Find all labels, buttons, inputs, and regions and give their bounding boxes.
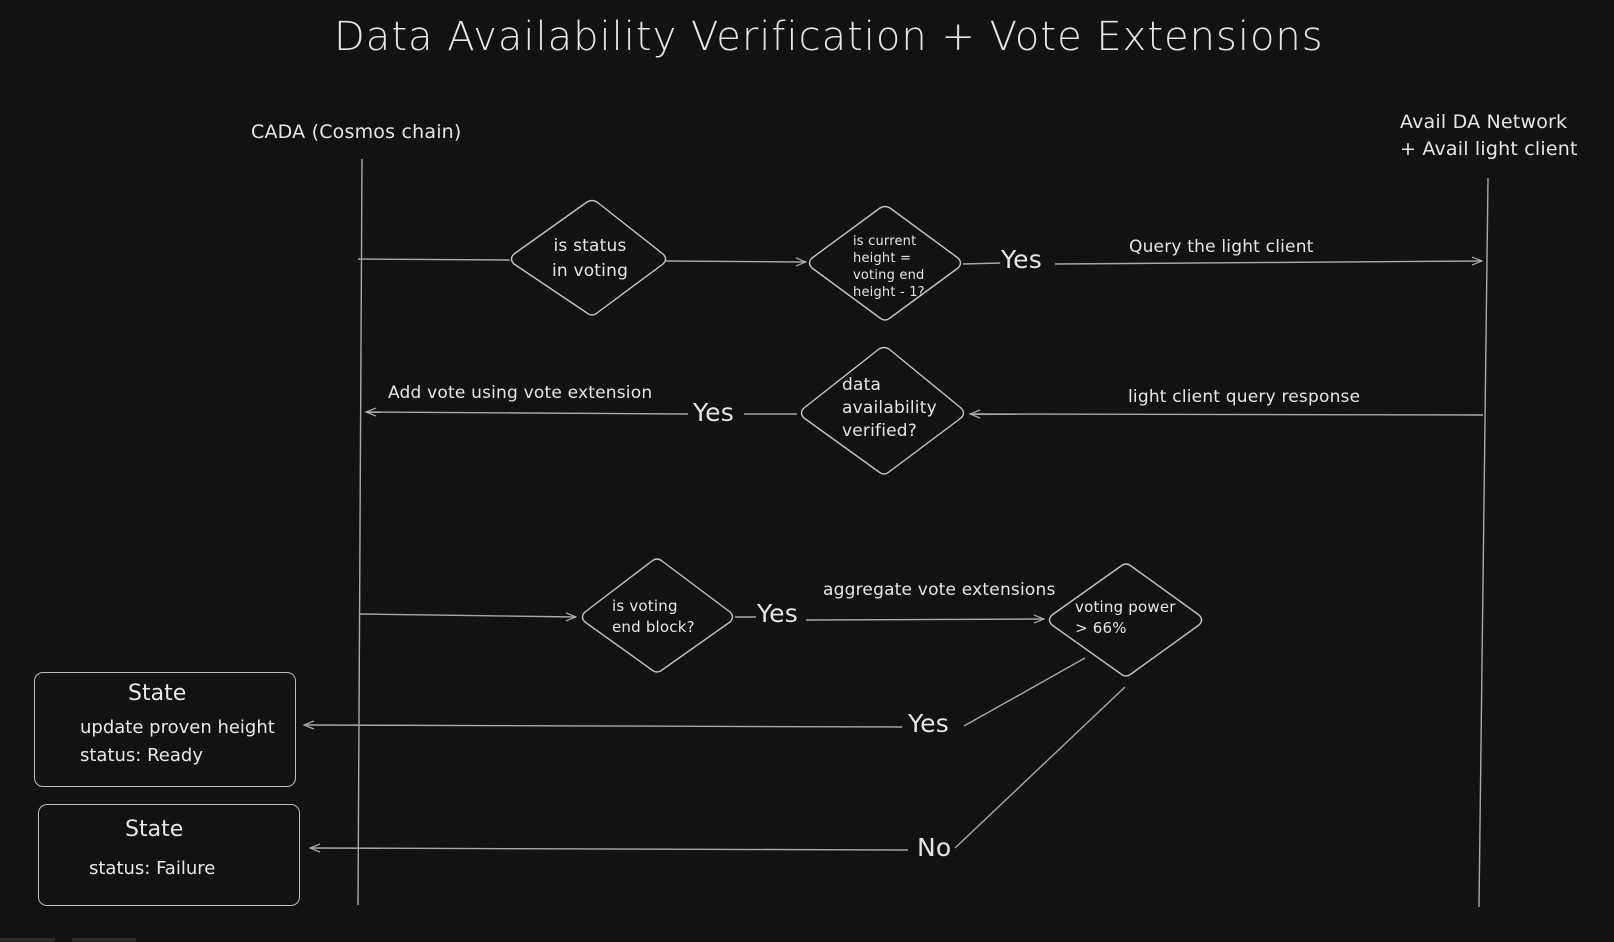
state-ready-details: update proven height status: Ready bbox=[80, 714, 275, 770]
bottom-edge-tab bbox=[72, 938, 136, 942]
state-failure-details: status: Failure bbox=[89, 855, 215, 883]
decision-line: height = bbox=[853, 251, 912, 266]
edge-label-yes-query: Yes bbox=[1001, 245, 1042, 274]
decision-line: > 66% bbox=[1075, 619, 1127, 637]
decision-current-height bbox=[808, 205, 962, 321]
state-failure-line: status: Failure bbox=[89, 858, 216, 879]
decision-current-height-text: is current height = voting end height - … bbox=[853, 233, 925, 301]
state-failure-title: State bbox=[125, 817, 184, 842]
decision-line: voting end bbox=[853, 268, 925, 283]
cada-lifeline bbox=[357, 158, 363, 906]
edge-label-yes-ready: Yes bbox=[908, 709, 949, 738]
state-ready-title: State bbox=[128, 681, 187, 706]
edge-label-yes-aggregate: Yes bbox=[757, 599, 798, 628]
decision-voting-power bbox=[1048, 563, 1203, 677]
decision-line: is voting bbox=[612, 597, 678, 615]
decision-status-in-voting bbox=[510, 199, 667, 316]
state-ready-line: status: Ready bbox=[80, 745, 203, 766]
decision-line: data bbox=[842, 375, 882, 395]
actor-avail: Avail DA Network + Avail light client bbox=[1400, 109, 1578, 163]
decision-line: height - 1? bbox=[853, 285, 925, 300]
diagram-title: Data Availability Verification + Vote Ex… bbox=[334, 14, 1324, 60]
edge-label-add-vote: Add vote using vote extension bbox=[388, 383, 653, 403]
actor-avail-line-1: Avail DA Network bbox=[1400, 111, 1568, 133]
edge-label-aggregate: aggregate vote extensions bbox=[823, 580, 1056, 600]
actor-cada: CADA (Cosmos chain) bbox=[251, 121, 462, 143]
state-box-ready: State update proven height status: Ready bbox=[34, 672, 296, 787]
bottom-edge-tab bbox=[0, 938, 55, 942]
decision-voting-end-block bbox=[581, 558, 734, 673]
edge-label-query-light-client: Query the light client bbox=[1129, 237, 1314, 257]
decision-line: verified? bbox=[842, 421, 918, 441]
decision-line: voting power bbox=[1075, 598, 1176, 616]
decision-line: end block? bbox=[612, 618, 695, 636]
edge-label-yes-add-vote: Yes bbox=[693, 398, 734, 427]
avail-lifeline bbox=[1478, 177, 1489, 908]
edge-label-light-client-response: light client query response bbox=[1128, 387, 1361, 407]
decision-line: is status bbox=[553, 236, 627, 256]
decision-status-in-voting-text: is status in voting bbox=[530, 234, 650, 284]
decision-voting-power-text: voting power > 66% bbox=[1075, 597, 1176, 639]
decision-line: in voting bbox=[551, 261, 629, 281]
decision-da-verified-text: data availability verified? bbox=[842, 374, 937, 443]
edge-label-no-failure: No bbox=[917, 833, 952, 862]
decision-line: is current bbox=[853, 234, 917, 249]
state-box-failure: State status: Failure bbox=[38, 804, 300, 906]
decision-voting-end-block-text: is voting end block? bbox=[612, 596, 695, 638]
decision-da-verified bbox=[800, 346, 965, 475]
state-ready-line: update proven height bbox=[80, 717, 275, 738]
decision-line: availability bbox=[842, 398, 937, 418]
actor-avail-line-2: + Avail light client bbox=[1400, 138, 1578, 160]
